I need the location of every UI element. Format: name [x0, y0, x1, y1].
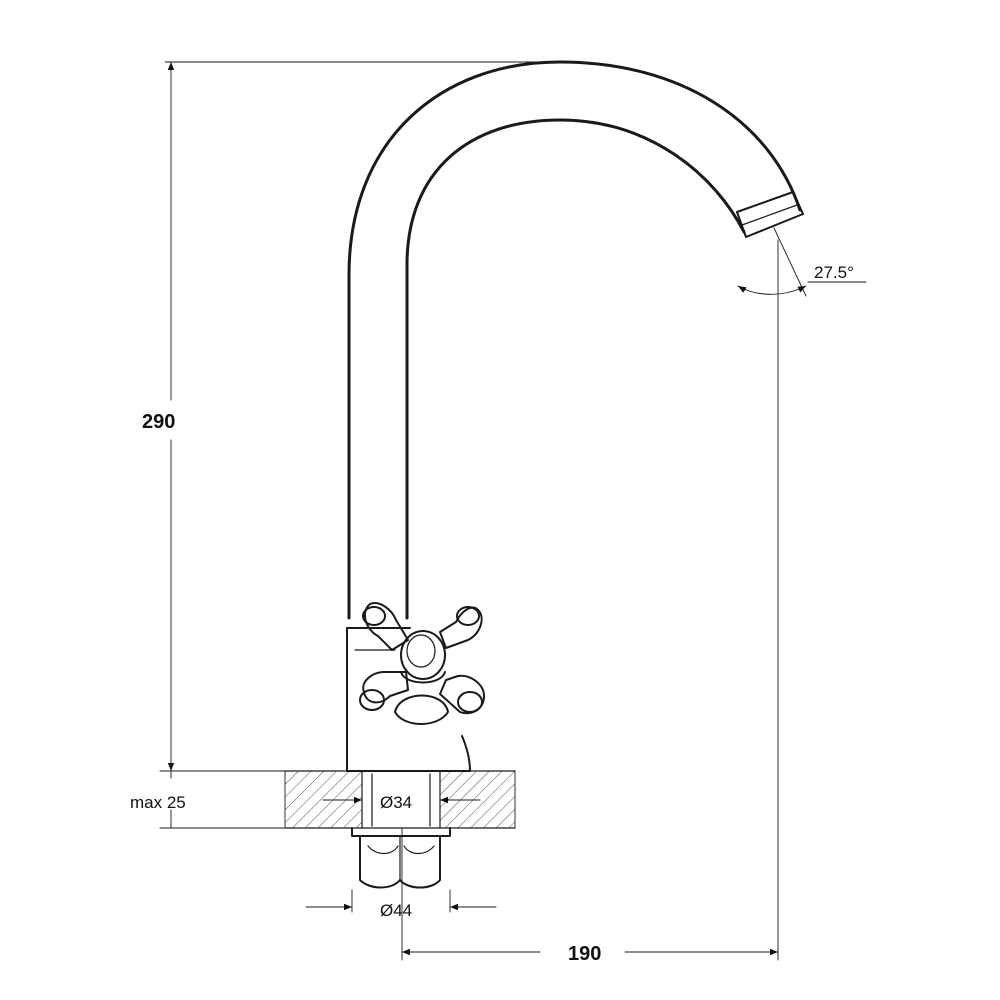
cross-handle: [359, 602, 485, 725]
reach-dimension-label: 190: [568, 943, 601, 965]
dimension-lines: [159, 61, 867, 961]
hole-diameter-label: Ø34: [380, 793, 412, 812]
thickness-dimension-label: max 25: [130, 793, 186, 812]
mounting-nut: [351, 827, 451, 889]
height-dimension-label: 290: [142, 411, 175, 433]
angle-dimension-label: 27.5°: [814, 263, 854, 282]
countertop-section: [284, 770, 516, 829]
faucet-spout: [347, 60, 804, 620]
faucet-body: [346, 627, 471, 772]
nut-diameter-label: Ø44: [380, 901, 412, 920]
